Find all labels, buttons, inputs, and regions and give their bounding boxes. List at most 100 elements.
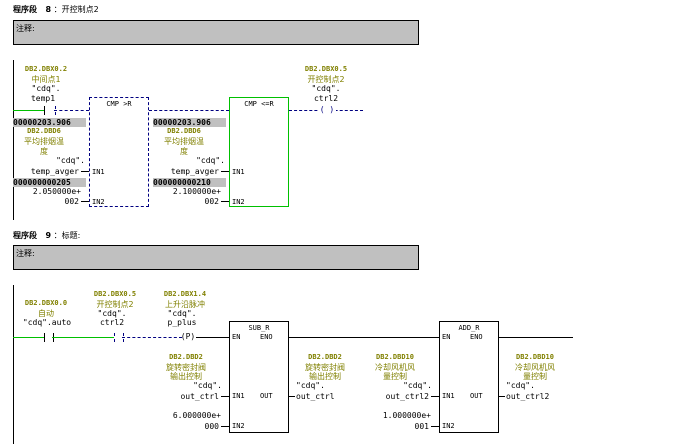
in1-comment-2: 输出控制 (170, 372, 202, 381)
edge-comment: 上升沿脉冲 (165, 300, 205, 309)
in1-symbol-prefix: "cdq". (403, 381, 432, 390)
out-address: DB2.DBD2 (308, 353, 342, 361)
contact-symbol: ctrl2 (99, 318, 125, 327)
network-prefix: 程序段 (13, 5, 37, 14)
out-comment: 冷却风机风 (515, 363, 555, 372)
contact-address: DB2.DBX0.0 (24, 299, 68, 307)
in2-live-value: 000000000210 (153, 178, 226, 187)
comment-label: 注释: (16, 24, 35, 33)
out-comment: 旋转密封阀 (305, 363, 345, 372)
box-title: SUB_R (248, 324, 270, 332)
contact-symbol-prefix: "cdq". (31, 84, 61, 93)
network-prefix: 程序段 (13, 231, 37, 240)
rung-wire (289, 337, 439, 338)
in1-symbol: out_ctrl2 (385, 392, 429, 401)
in1-comment-2: 度 (180, 147, 188, 156)
out-address: DB2.DBD10 (516, 353, 554, 361)
contact-symbol: "cdq".auto (22, 318, 72, 327)
contact-comment: 自动 (38, 309, 54, 318)
coil-symbol: ctrl2 (313, 94, 339, 103)
add-r-box[interactable]: ADD_R EN ENO IN1 OUT IN2 (439, 321, 499, 433)
pin-stub (289, 396, 295, 397)
in1-live-value: 00000203.906 (153, 118, 226, 127)
rung-wire-active (52, 337, 114, 338)
box-title: CMP >R (106, 100, 132, 108)
in1-comment: 平均排烟温 (164, 137, 204, 146)
coil-ctrl2[interactable]: ( ) (318, 105, 336, 114)
out-symbol-prefix: "cdq". (296, 381, 325, 390)
cmp-le-r-box[interactable]: CMP <=R IN1 IN2 (229, 97, 289, 207)
in1-comment: 平均排烟温 (24, 137, 64, 146)
sub-r-box[interactable]: SUB_R EN ENO IN1 OUT IN2 (229, 321, 289, 433)
pin-eno: ENO (260, 333, 273, 341)
in1-symbol: out_ctrl (180, 392, 219, 401)
contact-symbol: temp1 (30, 94, 56, 103)
pin-in1: IN1 (232, 168, 245, 176)
in2-constant-exp: 000 (204, 422, 219, 431)
box-title: ADD_R (458, 324, 480, 332)
pin-in1: IN1 (442, 392, 455, 400)
pin-out: OUT (470, 392, 483, 400)
network-9-comment[interactable]: 注释: (13, 245, 419, 270)
in2-constant-exp: 002 (64, 197, 79, 206)
pin-in2: IN2 (92, 198, 105, 206)
in1-comment: 冷却风机风 (375, 363, 415, 372)
in1-symbol: temp_avger (170, 167, 219, 176)
rung-wire (499, 337, 573, 338)
pin-stub (221, 396, 229, 397)
contact-comment: 开控制点2 (96, 300, 134, 309)
rung-wire-active (13, 110, 44, 111)
edge-symbol-prefix: "cdq". (167, 309, 197, 318)
pin-in2: IN2 (232, 422, 245, 430)
in1-symbol-prefix: "cdq". (56, 156, 85, 165)
network-title-text: ：标题: (53, 231, 81, 240)
cmp-gt-r-box[interactable]: CMP >R IN1 IN2 (89, 97, 149, 207)
out-comment-2: 量控制 (523, 372, 547, 381)
in1-comment-2: 量控制 (383, 372, 407, 381)
in1-symbol: temp_avger (30, 167, 79, 176)
pin-eno: ENO (470, 333, 483, 341)
rung-wire (196, 337, 229, 338)
pin-en: EN (232, 333, 241, 341)
pin-stub (221, 171, 229, 172)
in1-symbol-prefix: "cdq". (196, 156, 225, 165)
pin-in1: IN1 (232, 392, 245, 400)
contact-address: DB2.DBX0.2 (24, 65, 68, 73)
pin-in2: IN2 (442, 422, 455, 430)
pin-stub (221, 426, 229, 427)
in2-constant: 2.100000e+ (172, 187, 221, 196)
in2-constant-exp: 001 (414, 422, 429, 431)
contact-comment: 中间点1 (31, 75, 61, 84)
in1-live-value: 00000203.906 (13, 118, 86, 127)
pin-stub (431, 396, 439, 397)
in1-address: DB2.DBD2 (169, 353, 203, 361)
in2-constant: 6.000000e+ (172, 411, 221, 420)
coil-address: DB2.DBX0.5 (304, 65, 348, 73)
out-symbol: out_ctrl2 (506, 392, 550, 401)
contact-address: DB2.DBX0.5 (93, 290, 137, 298)
edge-symbol: p_plus (167, 318, 197, 327)
edge-address: DB2.DBX1.4 (163, 290, 207, 298)
coil-symbol-prefix: "cdq". (311, 84, 341, 93)
in1-address: DB2.DBD6 (167, 127, 201, 135)
pin-out: OUT (260, 392, 273, 400)
in1-symbol-prefix: "cdq". (193, 381, 222, 390)
power-rail (13, 285, 14, 444)
rung-wire-inactive (122, 337, 182, 338)
network-number: 9 (45, 231, 52, 240)
in2-constant-exp: 002 (204, 197, 219, 206)
in1-comment-2: 度 (40, 147, 48, 156)
network-8-comment[interactable]: 注释: (13, 20, 419, 45)
network-title-text: ：开控制点2 (53, 5, 99, 14)
out-symbol-prefix: "cdq". (506, 381, 535, 390)
pin-stub (81, 171, 89, 172)
pin-in2: IN2 (232, 198, 245, 206)
comment-label: 注释: (16, 249, 35, 258)
in2-constant: 1.000000e+ (382, 411, 431, 420)
contact-symbol-prefix: "cdq". (97, 309, 127, 318)
pin-stub (499, 396, 505, 397)
network-9-title: 程序段 9 ：标题: (13, 230, 80, 241)
positive-edge-p[interactable]: (P) (180, 332, 196, 341)
pin-in1: IN1 (92, 168, 105, 176)
pin-stub (81, 201, 89, 202)
